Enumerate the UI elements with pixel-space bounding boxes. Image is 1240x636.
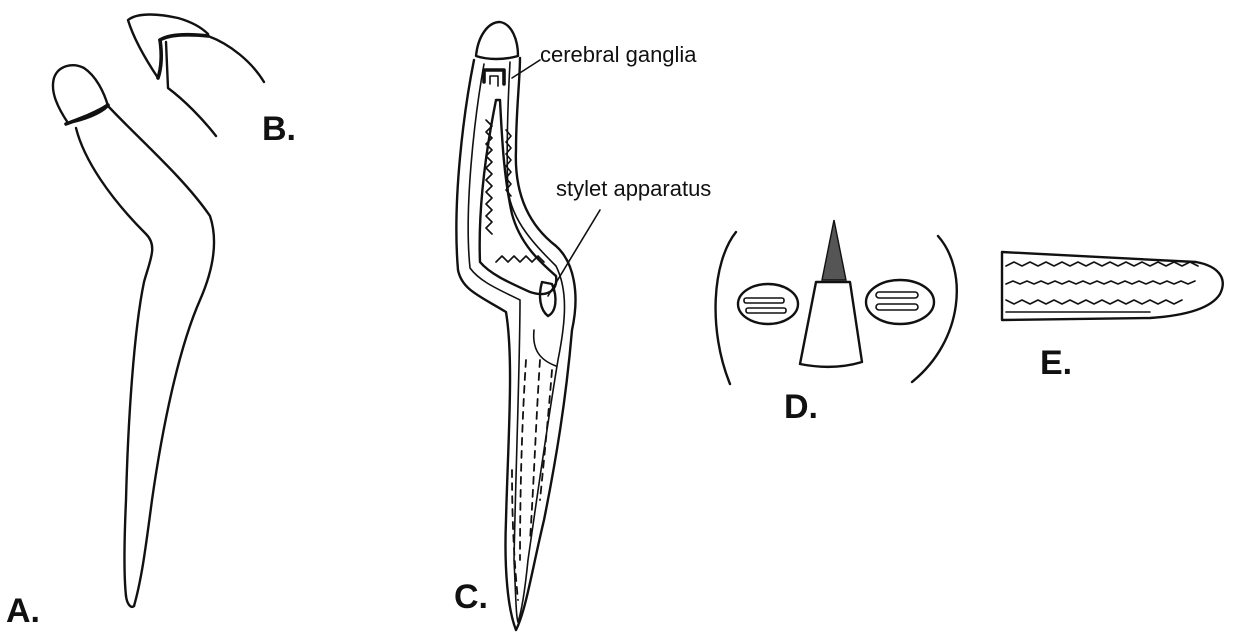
leader-cerebral-ganglia [512,60,540,78]
head-b-neck [166,42,216,136]
panel-c-anatomy [456,22,575,630]
panel-d-stylet [716,220,957,384]
panel-a-worm [53,65,214,607]
section-e-row-3 [1006,300,1182,304]
worm-c-body-outer [456,58,575,630]
panel-b-head [128,15,264,137]
cerebral-ganglia-shape [484,70,504,84]
stylet-chamber [534,330,556,366]
central-stylet [822,220,846,280]
panel-label-b: B. [262,110,296,148]
worm-c-body-inner-left [468,64,520,622]
worm-a-head [53,65,108,123]
callout-cerebral-ganglia: cerebral ganglia [540,42,697,67]
stylet-basis [800,282,862,367]
panel-label-d: D. [784,388,818,426]
stylet-bracket-left [716,232,736,384]
callout-stylet-apparatus: stylet apparatus [556,176,711,201]
worm-a-head-junction [66,105,108,124]
worm-a-left-edge [76,128,152,596]
head-b-groove [158,40,161,78]
head-b-dorsal [208,36,264,82]
panel-label-c: C. [454,578,488,616]
worm-c-head [476,22,518,59]
organ-dash-1 [520,360,526,560]
organ-dash-3 [540,370,552,500]
accessory-stylet-right-2 [876,304,918,310]
panel-e-section [1002,252,1223,320]
accessory-stylet-right-1 [876,292,918,298]
accessory-stylet-left-2 [746,308,786,313]
section-e-row-1 [1006,262,1198,266]
worm-a-tail [126,596,134,607]
accessory-pouch-right [866,280,934,324]
accessory-stylet-left-1 [744,298,784,303]
stylet-bracket-right [912,236,957,382]
section-e-row-2 [1006,281,1195,284]
panel-label-a: A. [6,592,40,630]
head-b-junction [160,35,208,40]
cerebral-ganglia-inner [490,76,498,86]
accessory-pouch-left [738,284,798,324]
panel-label-e: E. [1040,344,1072,382]
